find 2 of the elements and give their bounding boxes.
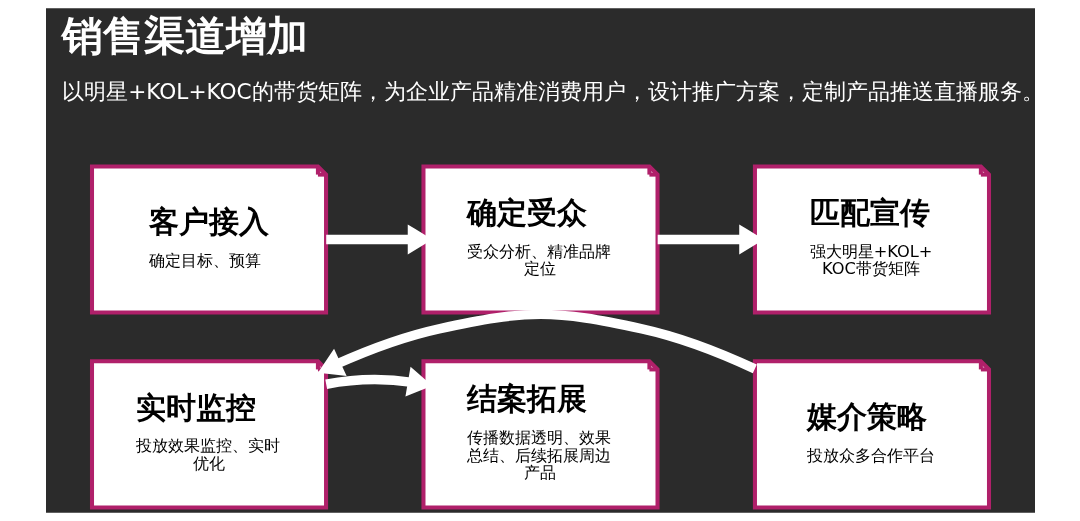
label: 以明星+KOL+KOC的带货矩阵，为企业产品精准消费用户，设计推广方案，定制产品推送直播服务。 — [61, 78, 1044, 104]
diagram-title: 销售渠道增加 — [61, 12, 308, 61]
